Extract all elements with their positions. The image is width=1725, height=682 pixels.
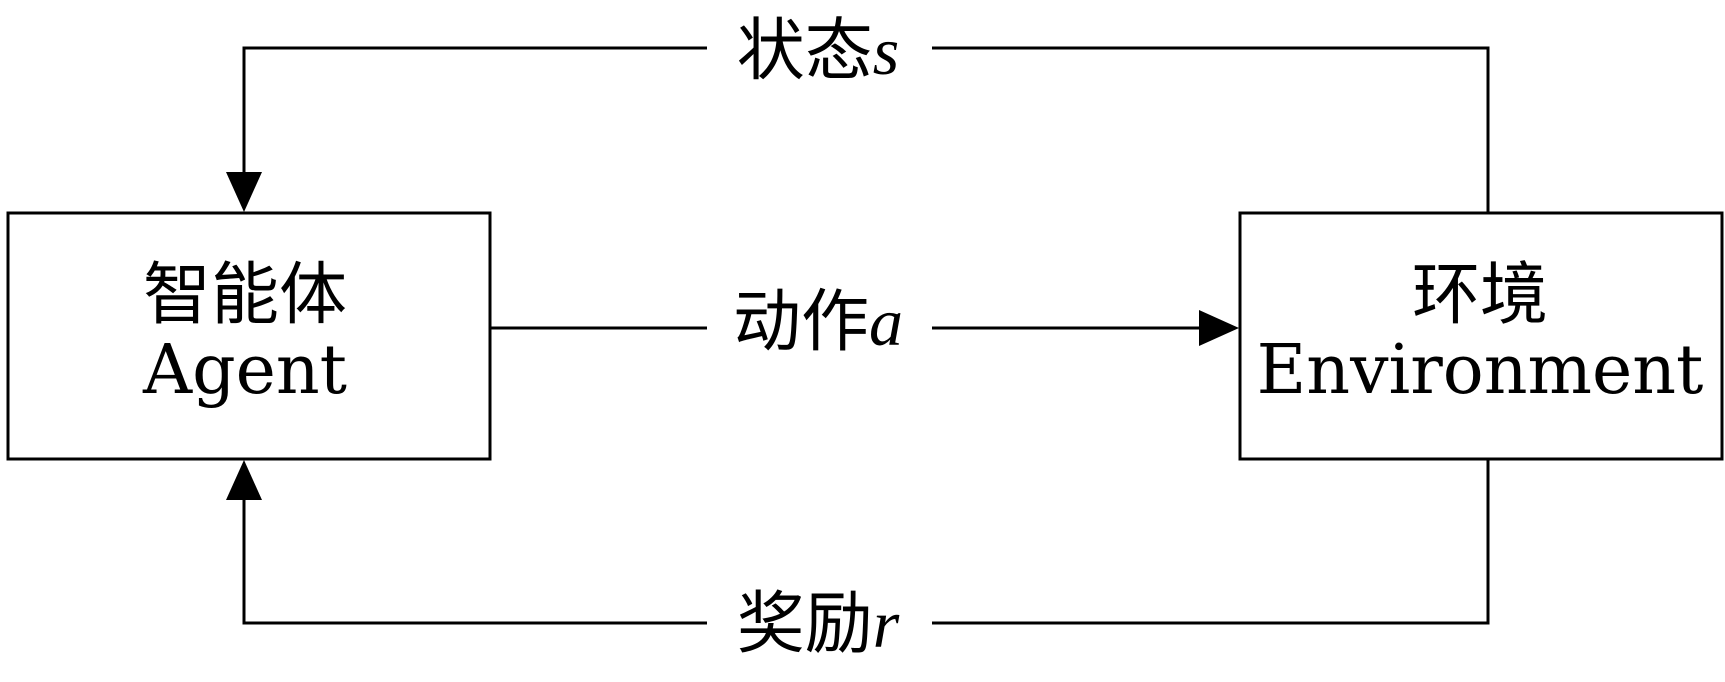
action-edge: 动作a (490, 283, 1239, 362)
environment-box (1238, 211, 1724, 461)
action-label-text: 动作 (733, 283, 869, 362)
reward-line-right (932, 459, 1490, 625)
environment-label-zh: 环境 (1412, 256, 1548, 335)
reward-label-text: 奖励 (737, 585, 873, 664)
action-arrowhead (1199, 310, 1239, 346)
state-line-right (932, 46, 1490, 213)
state-label-text: 状态 (737, 12, 873, 91)
environment-label-en: Environment (1257, 331, 1704, 410)
state-label: 状态s (737, 12, 899, 91)
environment-node: 环境 Environment (1238, 211, 1724, 461)
state-line-left (242, 46, 707, 180)
agent-label-zh: 智能体 (143, 256, 347, 335)
agent-label-en: Agent (142, 331, 347, 410)
state-symbol: s (873, 13, 899, 89)
action-symbol: a (869, 284, 903, 360)
state-edge: 状态s (226, 12, 1490, 213)
agent-node: 智能体 Agent (6, 211, 492, 461)
state-arrowhead (226, 172, 262, 212)
reward-arrowhead (226, 460, 262, 500)
agent-box (6, 211, 492, 461)
reward-symbol: r (873, 586, 900, 662)
action-label: 动作a (733, 283, 903, 362)
reward-edge: 奖励r (226, 459, 1490, 664)
reward-label: 奖励r (737, 585, 900, 664)
reward-line-left (242, 492, 707, 625)
